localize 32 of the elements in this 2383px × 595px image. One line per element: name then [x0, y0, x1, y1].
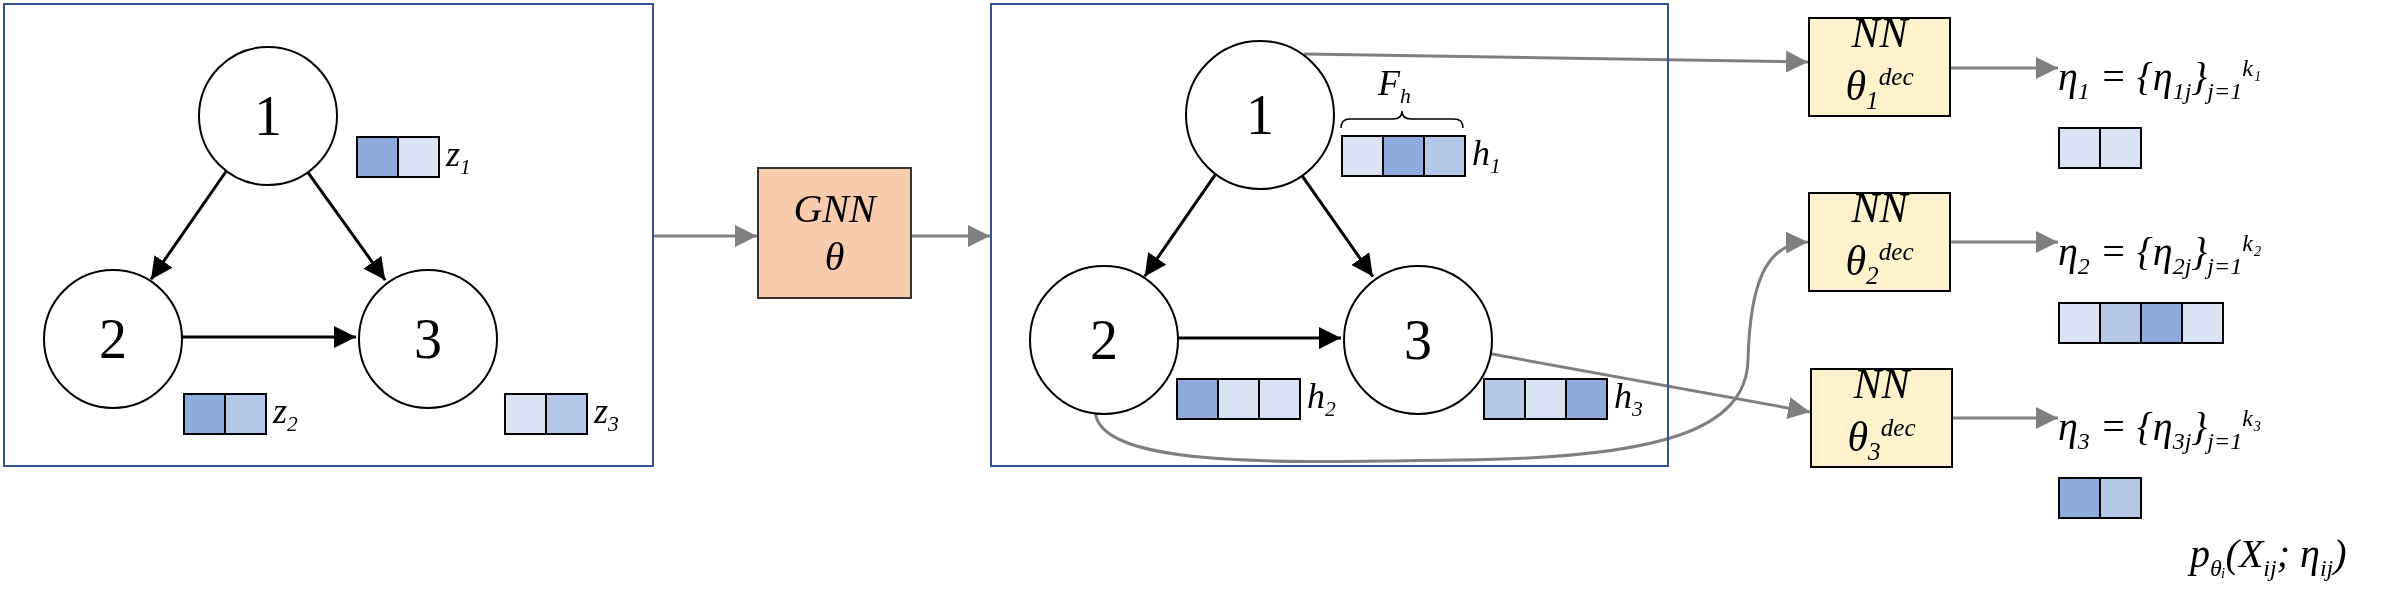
vector-label: z$_{2}$: [273, 390, 298, 438]
vector-label: z$_{1}$: [446, 133, 471, 181]
node-number: 1: [254, 88, 282, 144]
graph-panel: [990, 3, 1669, 467]
dimension-label: F$_{h}$: [1378, 62, 1411, 110]
decoder-box: [1810, 368, 1953, 468]
arrow: [305, 170, 387, 281]
arrow: [1177, 327, 1341, 349]
decoder-box: [1808, 192, 1951, 292]
node-number: 2: [99, 311, 127, 367]
arrow: [1951, 57, 2058, 79]
model-label: GNN θ: [792, 185, 879, 281]
arrow: [1304, 50, 1809, 73]
node-number: 3: [1404, 312, 1432, 368]
arrow: [1953, 407, 2058, 429]
node-number: 1: [1246, 87, 1274, 143]
decoder-box: [1808, 17, 1951, 117]
node-number: 3: [414, 311, 442, 367]
vector-label: h$_{3}$: [1614, 375, 1643, 423]
arrow: [1951, 231, 2058, 253]
arrow: [149, 170, 228, 281]
vector-label: h$_{2}$: [1307, 375, 1336, 423]
node-number: 2: [1090, 312, 1118, 368]
arrow: [654, 225, 757, 247]
vector-label: z$_{3}$: [594, 390, 619, 438]
vector-label: h$_{1}$: [1472, 132, 1501, 180]
arrow: [181, 326, 356, 348]
graph-panel: [3, 3, 654, 467]
model-box: [757, 167, 912, 299]
arrow: [912, 225, 990, 247]
arrow: [1143, 173, 1217, 278]
arrow: [1094, 233, 1809, 463]
